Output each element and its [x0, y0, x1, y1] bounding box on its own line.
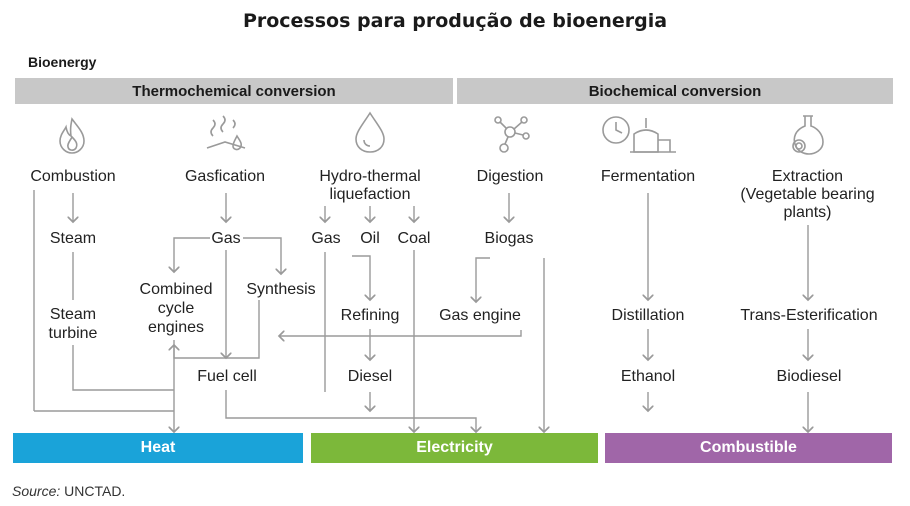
node-distillation: Distillation [611, 307, 685, 324]
biochemical-band: Biochemical conversion [457, 78, 893, 104]
source-note: Source: UNCTAD. [12, 483, 125, 499]
output-electricity: Electricity [311, 433, 598, 463]
node-fuel-cell: Fuel cell [197, 368, 257, 385]
node-gas-engine: Gas engine [439, 307, 521, 324]
node-steam-turbine-line2: turbine [48, 325, 98, 342]
node-hydro-gas: Gas [311, 230, 341, 247]
section-label: Bioenergy [28, 54, 97, 70]
gas-vapor-icon [205, 112, 246, 152]
process-combustion: Combustion [30, 168, 116, 185]
output-combustible: Combustible [605, 433, 892, 463]
node-refining: Refining [340, 307, 400, 324]
thermochemical-band: Thermochemical conversion [15, 78, 453, 104]
process-digestion: Digestion [476, 168, 544, 185]
process-extraction-line1: Extraction [771, 168, 844, 185]
source-prefix: Source: [12, 483, 61, 499]
node-biogas: Biogas [484, 230, 534, 247]
process-hydrothermal-line2: liquefaction [329, 186, 411, 203]
page-title: Processos para produção de bioenergia [242, 10, 668, 32]
process-hydrothermal-line1: Hydro-thermal [319, 168, 421, 185]
node-coal: Coal [397, 230, 431, 247]
flask-flower-icon [785, 112, 825, 155]
molecule-icon [490, 112, 530, 153]
node-diesel: Diesel [347, 368, 393, 385]
flame-icon [52, 115, 92, 155]
node-biodiesel: Biodiesel [776, 368, 842, 385]
node-synthesis: Synthesis [246, 281, 316, 298]
process-extraction-line2: (Vegetable bearing [740, 186, 875, 203]
node-steam-turbine-line1: Steam [49, 306, 97, 323]
process-extraction-line3: plants) [783, 204, 832, 221]
process-gasification: Gasfication [184, 168, 266, 185]
node-combined-cycle-line3: engines [147, 319, 205, 336]
node-steam: Steam [49, 230, 97, 247]
fermentation-tank-icon [600, 112, 680, 153]
output-heat: Heat [13, 433, 303, 463]
node-ethanol: Ethanol [620, 368, 676, 385]
process-fermentation: Fermentation [600, 168, 696, 185]
node-oil: Oil [360, 230, 380, 247]
node-combined-cycle-line2: cycle [157, 300, 195, 317]
water-drop-icon [350, 110, 390, 153]
node-trans-esterification: Trans-Esterification [740, 307, 878, 324]
node-gas: Gas [211, 230, 241, 247]
node-combined-cycle-line1: Combined [139, 281, 213, 298]
source-value: UNCTAD. [64, 483, 126, 499]
